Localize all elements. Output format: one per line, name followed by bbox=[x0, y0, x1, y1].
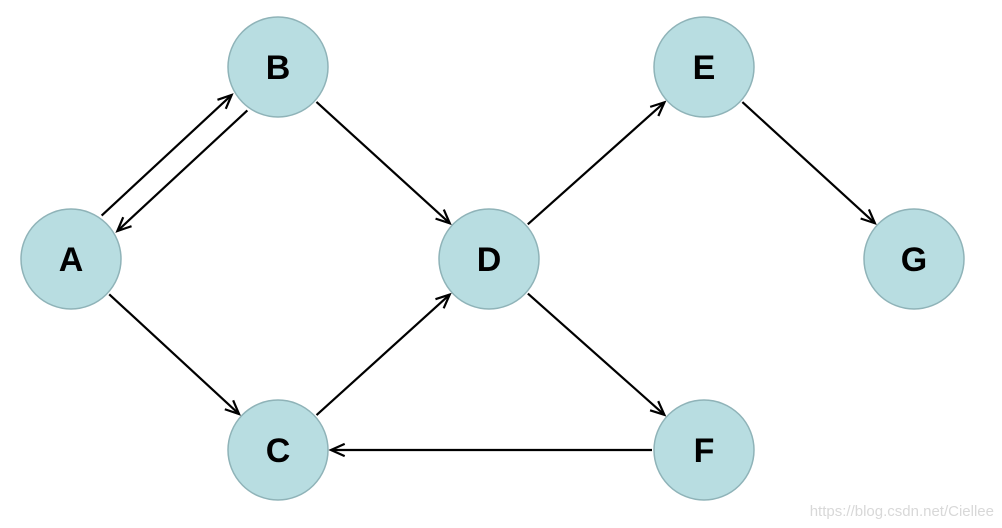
arrowhead-A-C bbox=[224, 399, 242, 416]
node-label-D: D bbox=[477, 241, 502, 279]
node-D: D bbox=[438, 208, 540, 310]
node-label-E: E bbox=[693, 49, 716, 87]
node-label-G: G bbox=[901, 241, 927, 279]
arrowhead-B-A bbox=[115, 216, 132, 233]
edge-D-F bbox=[527, 292, 666, 416]
node-G: G bbox=[863, 208, 965, 310]
node-label-A: A bbox=[59, 241, 84, 279]
node-B: B bbox=[227, 16, 329, 118]
arrowhead-A-B bbox=[217, 93, 234, 110]
node-circle-E bbox=[653, 16, 755, 118]
arrowhead-D-E bbox=[649, 100, 667, 117]
watermark-text: https://blog.csdn.net/Ciellee bbox=[809, 503, 994, 520]
edges-layer bbox=[100, 93, 877, 458]
arrowhead-D-F bbox=[649, 400, 667, 417]
node-label-C: C bbox=[266, 432, 291, 470]
edge-E-G bbox=[741, 101, 876, 225]
nodes-layer: A B C D E F G bbox=[20, 16, 965, 501]
node-circle-C bbox=[227, 399, 329, 501]
arrowhead-F-C bbox=[328, 442, 346, 458]
node-circle-D bbox=[438, 208, 540, 310]
arrowhead-C-D bbox=[435, 292, 452, 309]
edge-A-B bbox=[100, 94, 233, 217]
node-circle-B bbox=[227, 16, 329, 118]
node-circle-A bbox=[20, 208, 122, 310]
node-F: F bbox=[653, 399, 755, 501]
node-label-F: F bbox=[694, 432, 715, 470]
edge-D-E bbox=[527, 101, 666, 226]
arrowhead-B-D bbox=[435, 209, 452, 226]
node-circle-G bbox=[863, 208, 965, 310]
arrowhead-E-G bbox=[860, 209, 877, 226]
node-E: E bbox=[653, 16, 755, 118]
edge-B-A bbox=[116, 109, 249, 232]
edge-B-D bbox=[315, 101, 451, 225]
node-C: C bbox=[227, 399, 329, 501]
edge-A-C bbox=[108, 293, 240, 415]
edge-C-D bbox=[315, 293, 451, 416]
node-A: A bbox=[20, 208, 122, 310]
node-label-B: B bbox=[266, 49, 291, 87]
node-circle-F bbox=[653, 399, 755, 501]
